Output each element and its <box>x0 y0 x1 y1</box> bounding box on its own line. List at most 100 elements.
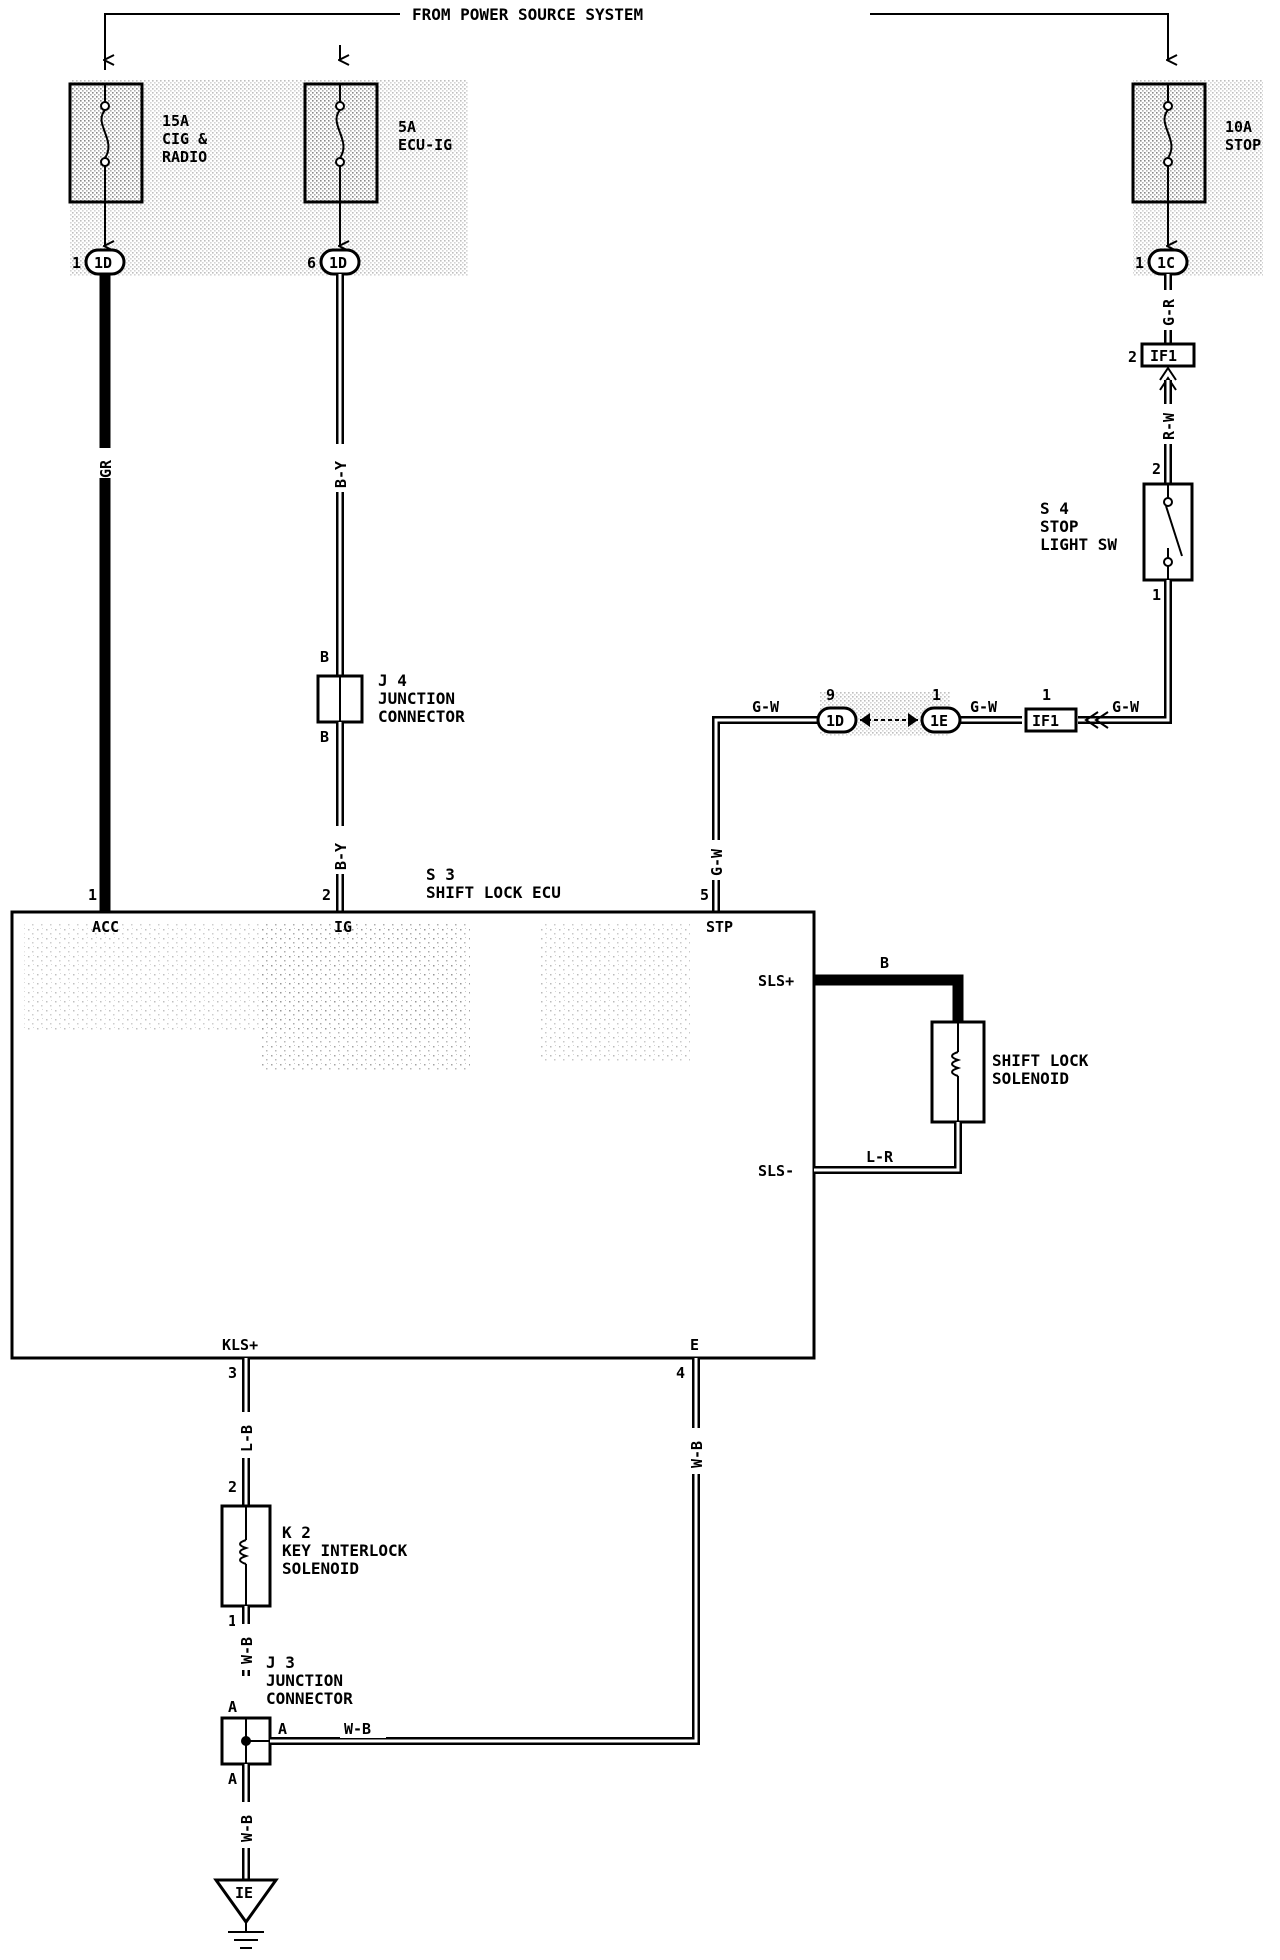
connector-1d-acc: 1 1D <box>72 248 126 276</box>
connector-1e-stp-pin: 1 <box>932 686 941 704</box>
if1-bottom-pin: 1 <box>1042 686 1051 704</box>
wire-sls-plus-label: B <box>880 954 889 972</box>
k2-line-1: KEY INTERLOCK <box>282 1541 408 1560</box>
s4-line-1: STOP <box>1040 517 1079 536</box>
ecu-terminal-sls-plus: SLS+ <box>758 972 794 990</box>
ecu-pin-kls: 3 <box>228 1364 237 1382</box>
connector-mating-arrows <box>860 713 918 727</box>
wire-k2-j3-label: W-B <box>238 1637 256 1664</box>
fuse-10a-rating: 10A <box>1225 118 1252 136</box>
wire-j3-ground-label: W-B <box>238 1815 256 1842</box>
wire-stp-top-left-label: G-W <box>752 698 780 716</box>
wire-e-label: W-B <box>688 1441 706 1468</box>
j4-ref: J 4 <box>378 671 407 690</box>
wire-ig-upper-label: B-Y <box>332 461 350 488</box>
wire-acc-text: GR <box>97 459 115 478</box>
fuse-15a-name-2: RADIO <box>162 148 207 166</box>
wire-stp-vertical-label: G-W <box>708 848 726 876</box>
ecu-terminal-stp: STP <box>706 918 733 936</box>
junction-connector-j3: J 3 JUNCTION CONNECTOR A A A <box>220 1653 353 1788</box>
wire-sls-minus-label: L-R <box>866 1148 894 1166</box>
connector-1d-stp-label: 1D <box>826 712 844 730</box>
ecu-ref: S 3 <box>426 865 455 884</box>
wire-stp-top-right-label: G-W <box>1112 698 1140 716</box>
connector-1d-acc-pin: 1 <box>72 254 81 272</box>
wire-stp-gw-top <box>712 580 1172 912</box>
ecu-terminal-sls-minus: SLS- <box>758 1162 794 1180</box>
connector-1d-acc-label: 1D <box>94 254 112 272</box>
j4-pin-bottom: B <box>320 728 329 746</box>
fuse-10a-name: STOP <box>1225 136 1261 154</box>
ground-ie: IE <box>213 1878 279 1949</box>
fuse-15a-name-1: CIG & <box>162 130 208 148</box>
connector-if1-bottom: 1 IF1 <box>1024 686 1109 733</box>
fuse-15a-rating: 15A <box>162 112 189 130</box>
wire-stp-top-mid-label: G-W <box>970 698 998 716</box>
j3-ref: J 3 <box>266 1653 295 1672</box>
key-interlock-solenoid-k2: 2 1 K 2 KEY INTERLOCK SOLENOID <box>220 1478 408 1630</box>
j3-line-2: CONNECTOR <box>266 1689 353 1708</box>
connector-1e-stp: 1 1E <box>920 686 962 734</box>
connector-1c-stop-label: 1C <box>1157 254 1175 272</box>
if1-top-label: IF1 <box>1150 347 1177 365</box>
shift-solenoid-line-2: SOLENOID <box>992 1069 1069 1088</box>
fuse-10a: 10A STOP <box>1131 82 1261 204</box>
ecu-pin-ig: 2 <box>322 886 331 904</box>
j3-pin-bottom: A <box>228 1770 237 1788</box>
wire-e-wb <box>270 1358 700 1745</box>
ecu-name: SHIFT LOCK ECU <box>426 883 561 902</box>
ecu-pin-e: 4 <box>676 1364 685 1382</box>
wire-j3-e-label: W-B <box>344 1720 371 1738</box>
wire-stop-middle-label: R-W <box>1160 412 1178 440</box>
ecu-terminal-ig: IG <box>334 918 352 936</box>
fuse-15a: 15A CIG & RADIO <box>68 82 208 204</box>
ecu-pin-stp: 5 <box>700 886 709 904</box>
connector-1d-ig: 6 1D <box>307 248 361 276</box>
j4-line-1: JUNCTION <box>378 689 455 708</box>
k2-pin-bottom: 1 <box>228 1612 237 1630</box>
j3-pin-top: A <box>228 1698 237 1716</box>
shift-lock-ecu-s3: S 3 SHIFT LOCK ECU 1 2 5 ACC IG STP SLS+… <box>10 865 816 1360</box>
wire-sls-minus-lr <box>814 1122 962 1174</box>
connector-if1-top: 2 IF1 <box>1128 342 1196 391</box>
fuse-5a-rating: 5A <box>398 118 416 136</box>
ecu-terminal-e: E <box>690 1336 699 1354</box>
ground-label: IE <box>235 1884 253 1902</box>
ecu-terminal-kls: KLS+ <box>222 1336 258 1354</box>
if1-top-pin: 2 <box>1128 348 1137 366</box>
connector-1c-stop: 1 1C <box>1135 248 1189 276</box>
ecu-terminal-acc: ACC <box>92 918 119 936</box>
connector-1d-stp-pin: 9 <box>826 686 835 704</box>
connector-1d-ig-label: 1D <box>329 254 347 272</box>
wire-ig-lower-label: B-Y <box>332 843 350 870</box>
s4-pin-bottom: 1 <box>1152 586 1161 604</box>
k2-line-2: SOLENOID <box>282 1559 359 1578</box>
s4-ref: S 4 <box>1040 499 1069 518</box>
stop-light-switch-s4: 2 1 S 4 STOP LIGHT SW <box>1040 460 1194 604</box>
power-source-header: FROM POWER SOURCE SYSTEM <box>105 5 1168 70</box>
wire-stop-upper-label: G-R <box>1160 298 1178 326</box>
shift-lock-solenoid: SHIFT LOCK SOLENOID <box>930 1020 1089 1124</box>
s4-pin-top: 2 <box>1152 460 1161 478</box>
wire-acc-gr: GR <box>89 274 111 912</box>
connector-1c-stop-pin: 1 <box>1135 254 1144 272</box>
j4-pin-top: B <box>320 648 329 666</box>
if1-bottom-label: IF1 <box>1032 712 1059 730</box>
k2-ref: K 2 <box>282 1523 311 1542</box>
shift-solenoid-line-1: SHIFT LOCK <box>992 1051 1089 1070</box>
connector-1d-ig-pin: 6 <box>307 254 316 272</box>
junction-connector-j4: B B J 4 JUNCTION CONNECTOR <box>316 648 465 746</box>
power-source-label: FROM POWER SOURCE SYSTEM <box>412 5 643 24</box>
fuse-5a: 5A ECU-IG <box>303 82 452 204</box>
wire-sls-plus-b <box>814 974 964 1022</box>
wire-kls-label: L-B <box>238 1425 256 1452</box>
k2-pin-top: 2 <box>228 1478 237 1496</box>
fuse-5a-name: ECU-IG <box>398 136 452 154</box>
j3-line-1: JUNCTION <box>266 1671 343 1690</box>
ecu-pin-acc: 1 <box>88 886 97 904</box>
s4-line-2: LIGHT SW <box>1040 535 1117 554</box>
connector-1e-stp-label: 1E <box>930 712 948 730</box>
j4-line-2: CONNECTOR <box>378 707 465 726</box>
connector-1d-stp: 9 1D <box>816 686 858 734</box>
